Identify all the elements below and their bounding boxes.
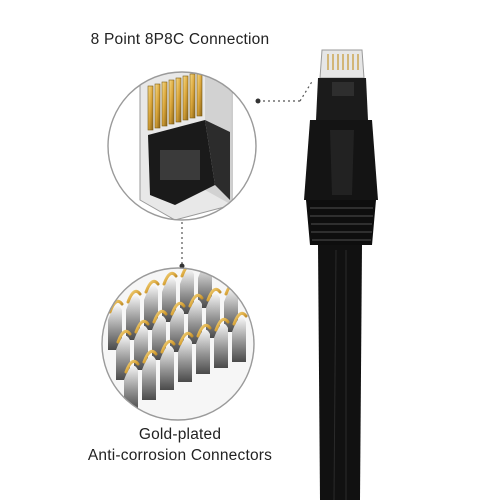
connection-caption: 8 Point 8P8C Connection	[90, 31, 270, 48]
caption-line-1: Gold-plated	[138, 426, 222, 443]
dotted-leader-lines	[179, 79, 314, 269]
rj45-connector-closeup	[107, 71, 257, 221]
gold-pins-closeup	[101, 267, 255, 421]
ethernet-cable-flat	[304, 49, 378, 500]
caption-line-2: Anti-corrosion Connectors	[87, 447, 273, 464]
gold-plated-caption: Gold-plated Anti-corrosion Connectors	[30, 424, 330, 466]
